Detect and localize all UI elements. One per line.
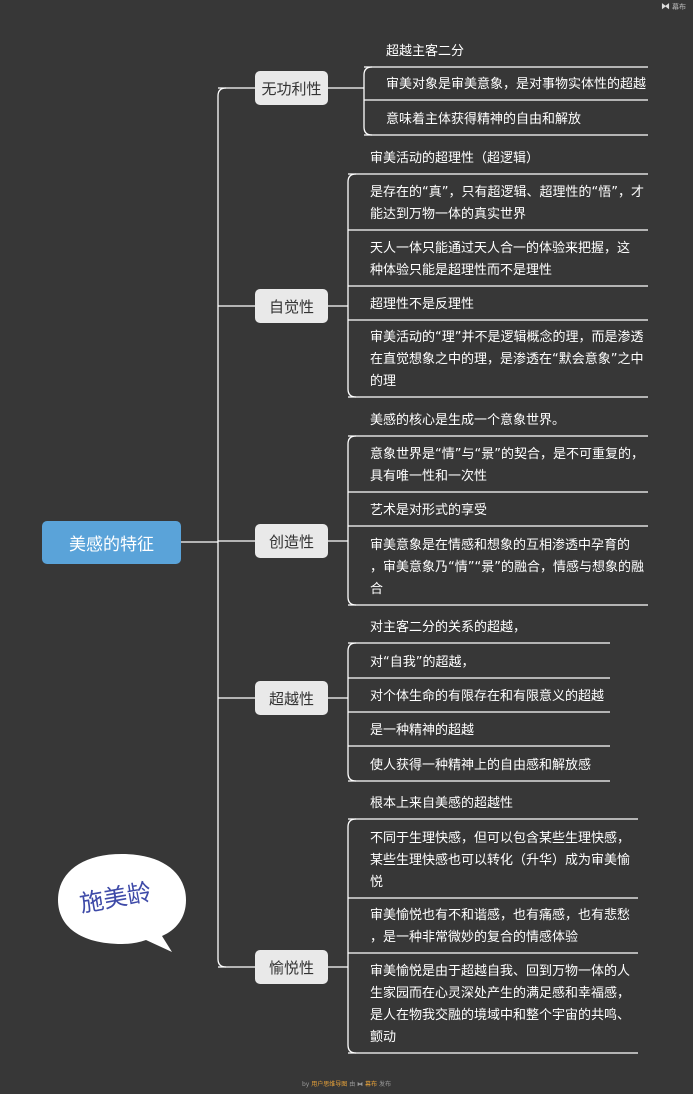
root-node[interactable]: 美感的特征 (42, 521, 181, 564)
leaf-text-line: 能达到万物一体的真实世界 (370, 207, 527, 222)
leaf-text-line: 生家园而在心灵深处产生的满足感和幸福感， (370, 986, 631, 1001)
branch-label: 创造性 (268, 532, 314, 551)
leaf-node[interactable]: 根本上来自美感的超越性 (370, 793, 513, 815)
leaf-node[interactable]: 是一种精神的超越 (370, 720, 474, 742)
footer-credit: by 用户思维导图 由 ⧓ 幕布 发布 (0, 1079, 693, 1088)
leaf-text-line: 某些生理快感也可以转化（升华）成为审美愉 (370, 853, 631, 868)
leaf-node[interactable]: 是存在的“真”，只有超逻辑、超理性的“悟”，才能达到万物一体的真实世界 (370, 182, 644, 226)
leaf-node[interactable]: 美感的核心是生成一个意象世界。 (370, 410, 565, 432)
leaf-text-line: 超越主客二分 (386, 44, 465, 59)
leaf-spine (347, 818, 357, 1054)
branch-node[interactable]: 创造性 (255, 524, 328, 558)
leaf-node[interactable]: 对主客二分的关系的超越， (370, 617, 526, 639)
root-label: 美感的特征 (69, 535, 154, 555)
leaf-text-line: 审美愉悦是由于超越自我、回到万物一体的人 (370, 964, 631, 979)
branch-node[interactable]: 愉悦性 (255, 950, 328, 984)
footer-by: by (301, 1081, 310, 1088)
leaf-text-line: 意象世界是“情”与“景”的契合，是不可重复的， (370, 447, 644, 462)
branch-label: 愉悦性 (268, 958, 314, 977)
leaf-text-line: 是一种精神的超越 (370, 723, 475, 738)
footer-app[interactable]: 幕布 (365, 1081, 378, 1088)
leaf-text-line: 超理性不是反理性 (370, 297, 475, 312)
leaf-text-line: 使人获得一种精神上的自由感和解放感 (370, 758, 592, 773)
leaf-text-line: 悦 (370, 875, 384, 890)
leaf-node[interactable]: 审美愉悦也有不和谐感，也有痛感，也有悲愁 ，是一种非常微妙的复合的情感体验 (370, 905, 630, 949)
leaf-text-line: 审美愉悦也有不和谐感，也有痛感，也有悲愁 (370, 908, 631, 923)
leaf-text-line: 具有唯一性和一次性 (370, 469, 488, 484)
leaf-spine (363, 66, 373, 136)
leaf-node[interactable]: 审美对象是审美意象，是对事物实体性的超越 (386, 74, 646, 96)
leaf-text-line: 的理 (370, 374, 397, 389)
branch-label: 自觉性 (268, 297, 314, 316)
leaf-node[interactable]: 超理性不是反理性 (370, 294, 474, 316)
leaf-text-line: 意味着主体获得精神的自由和解放 (386, 112, 582, 127)
leaf-spine (347, 435, 357, 606)
leaf-text-line: 美感的核心是生成一个意象世界。 (370, 413, 566, 428)
speech-bubble-icon (58, 854, 186, 952)
leaf-node[interactable]: 不同于生理快感，但可以包含某些生理快感， 某些生理快感也可以转化（升华）成为审美愉… (370, 828, 630, 894)
leaf-text-line: 对主客二分的关系的超越， (370, 620, 527, 635)
brand-badge: ⧓ 幕布 (661, 2, 686, 12)
leaf-node[interactable]: 意味着主体获得精神的自由和解放 (386, 109, 581, 131)
leaf-text-line: 对“自我”的超越， (370, 655, 475, 670)
leaf-text-line: 对个体生命的有限存在和有限意义的超越 (370, 689, 605, 704)
footer-author[interactable]: 用户思维导图 (311, 1081, 350, 1088)
mubu-logo-icon: ⧓ (661, 2, 670, 12)
brand-label: 幕布 (672, 3, 686, 11)
leaf-text-line: 在直觉想象之中的理，是渗透在“默会意象”之中 (370, 352, 644, 367)
leaf-node[interactable]: 使人获得一种精神上的自由感和解放感 (370, 755, 591, 777)
branch-node[interactable]: 无功利性 (255, 71, 328, 105)
footer-via: 由 (349, 1081, 356, 1088)
leaf-text-line: 审美对象是审美意象，是对事物实体性的超越 (386, 77, 647, 92)
leaf-node[interactable]: 超越主客二分 (386, 41, 464, 63)
leaf-text-line: 种体验只能是超理性而不是理性 (370, 263, 553, 278)
leaf-node[interactable]: 审美意象是在情感和想象的互相渗透中孕育的 ，审美意象乃“情”“景”的融合，情感与想… (370, 535, 644, 601)
leaf-text-line: 是人在物我交融的境域中和整个宇宙的共鸣、 (370, 1008, 631, 1023)
leaf-text-line: ，审美意象乃“情”“景”的融合，情感与想象的融 (370, 560, 644, 575)
leaf-text-line: 艺术是对形式的享受 (370, 503, 488, 518)
leaf-text-line: 审美活动的超理性（超逻辑） (370, 151, 540, 166)
leaf-text-line: 是存在的“真”，只有超逻辑、超理性的“悟”，才 (370, 185, 644, 200)
leaf-node[interactable]: 审美活动的超理性（超逻辑） (370, 148, 539, 170)
footer-app-icon: ⧓ (357, 1081, 364, 1088)
leaf-node[interactable]: 对“自我”的超越， (370, 652, 474, 674)
leaf-text-line: 合 (370, 582, 384, 597)
leaf-node[interactable]: 审美活动的“理”并不是逻辑概念的理，而是渗透在直觉想象之中的理，是渗透在“默会意… (370, 327, 643, 393)
leaf-node[interactable]: 天人一体只能通过天人合一的体验来把握，这种体验只能是超理性而不是理性 (370, 238, 630, 282)
leaf-node[interactable]: 艺术是对形式的享受 (370, 500, 487, 522)
footer-action: 发布 (378, 1081, 391, 1088)
leaf-node[interactable]: 对个体生命的有限存在和有限意义的超越 (370, 686, 604, 708)
leaf-text-line: 天人一体只能通过天人合一的体验来把握，这 (370, 241, 631, 256)
branch-label: 超越性 (268, 689, 314, 708)
leaf-spine (347, 173, 357, 398)
branch-node[interactable]: 超越性 (255, 681, 328, 715)
leaf-node[interactable]: 意象世界是“情”与“景”的契合，是不可重复的， 具有唯一性和一次性 (370, 444, 644, 488)
leaf-text-line: 审美意象是在情感和想象的互相渗透中孕育的 (370, 538, 631, 553)
leaf-spine (347, 642, 357, 782)
leaf-text-line: 颤动 (370, 1030, 397, 1045)
root-spine (217, 87, 227, 968)
leaf-text-line: 根本上来自美感的超越性 (370, 796, 514, 811)
branch-label: 无功利性 (261, 79, 322, 98)
leaf-text-line: 不同于生理快感，但可以包含某些生理快感， (370, 831, 631, 846)
leaf-text-line: ，是一种非常微妙的复合的情感体验 (370, 930, 579, 945)
leaf-text-line: 审美活动的“理”并不是逻辑概念的理，而是渗透 (370, 330, 644, 345)
branch-node[interactable]: 自觉性 (255, 289, 328, 323)
leaf-node[interactable]: 审美愉悦是由于超越自我、回到万物一体的人生家园而在心灵深处产生的满足感和幸福感，… (370, 961, 630, 1049)
